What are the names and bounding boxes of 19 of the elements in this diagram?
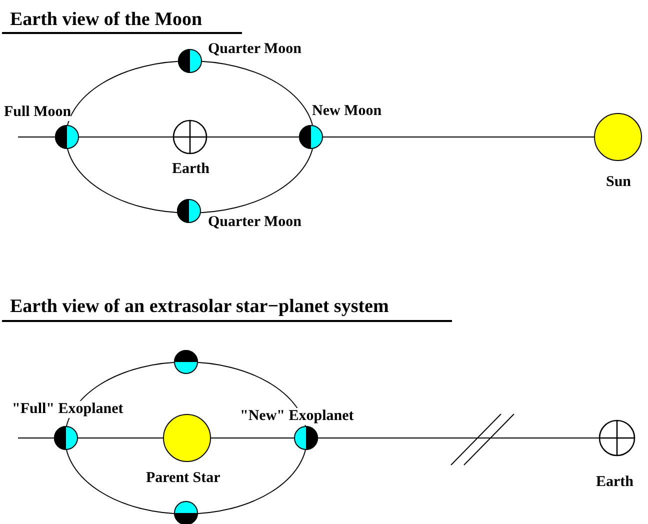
moon-icon xyxy=(177,48,203,74)
moon-icon xyxy=(173,500,199,524)
earth-icon xyxy=(172,119,208,155)
moon-icon xyxy=(173,349,199,375)
section-heading: Earth view of an extrasolar star−planet system xyxy=(10,296,389,317)
moon-icon xyxy=(293,425,319,451)
earth-icon xyxy=(598,419,636,457)
moon-icon xyxy=(176,198,202,224)
body-label: Quarter Moon xyxy=(208,41,302,58)
moon-icon xyxy=(53,425,79,451)
sun-icon xyxy=(593,112,643,162)
moon-icon xyxy=(54,124,80,150)
body-label: "New" Exoplanet xyxy=(240,408,354,425)
body-label: "Full" Exoplanet xyxy=(12,401,124,418)
body-label: Quarter Moon xyxy=(208,214,302,231)
sun-icon xyxy=(162,413,212,463)
body-label: Full Moon xyxy=(4,104,72,121)
moon-icon xyxy=(298,124,324,150)
section-heading: Earth view of the Moon xyxy=(10,9,202,30)
